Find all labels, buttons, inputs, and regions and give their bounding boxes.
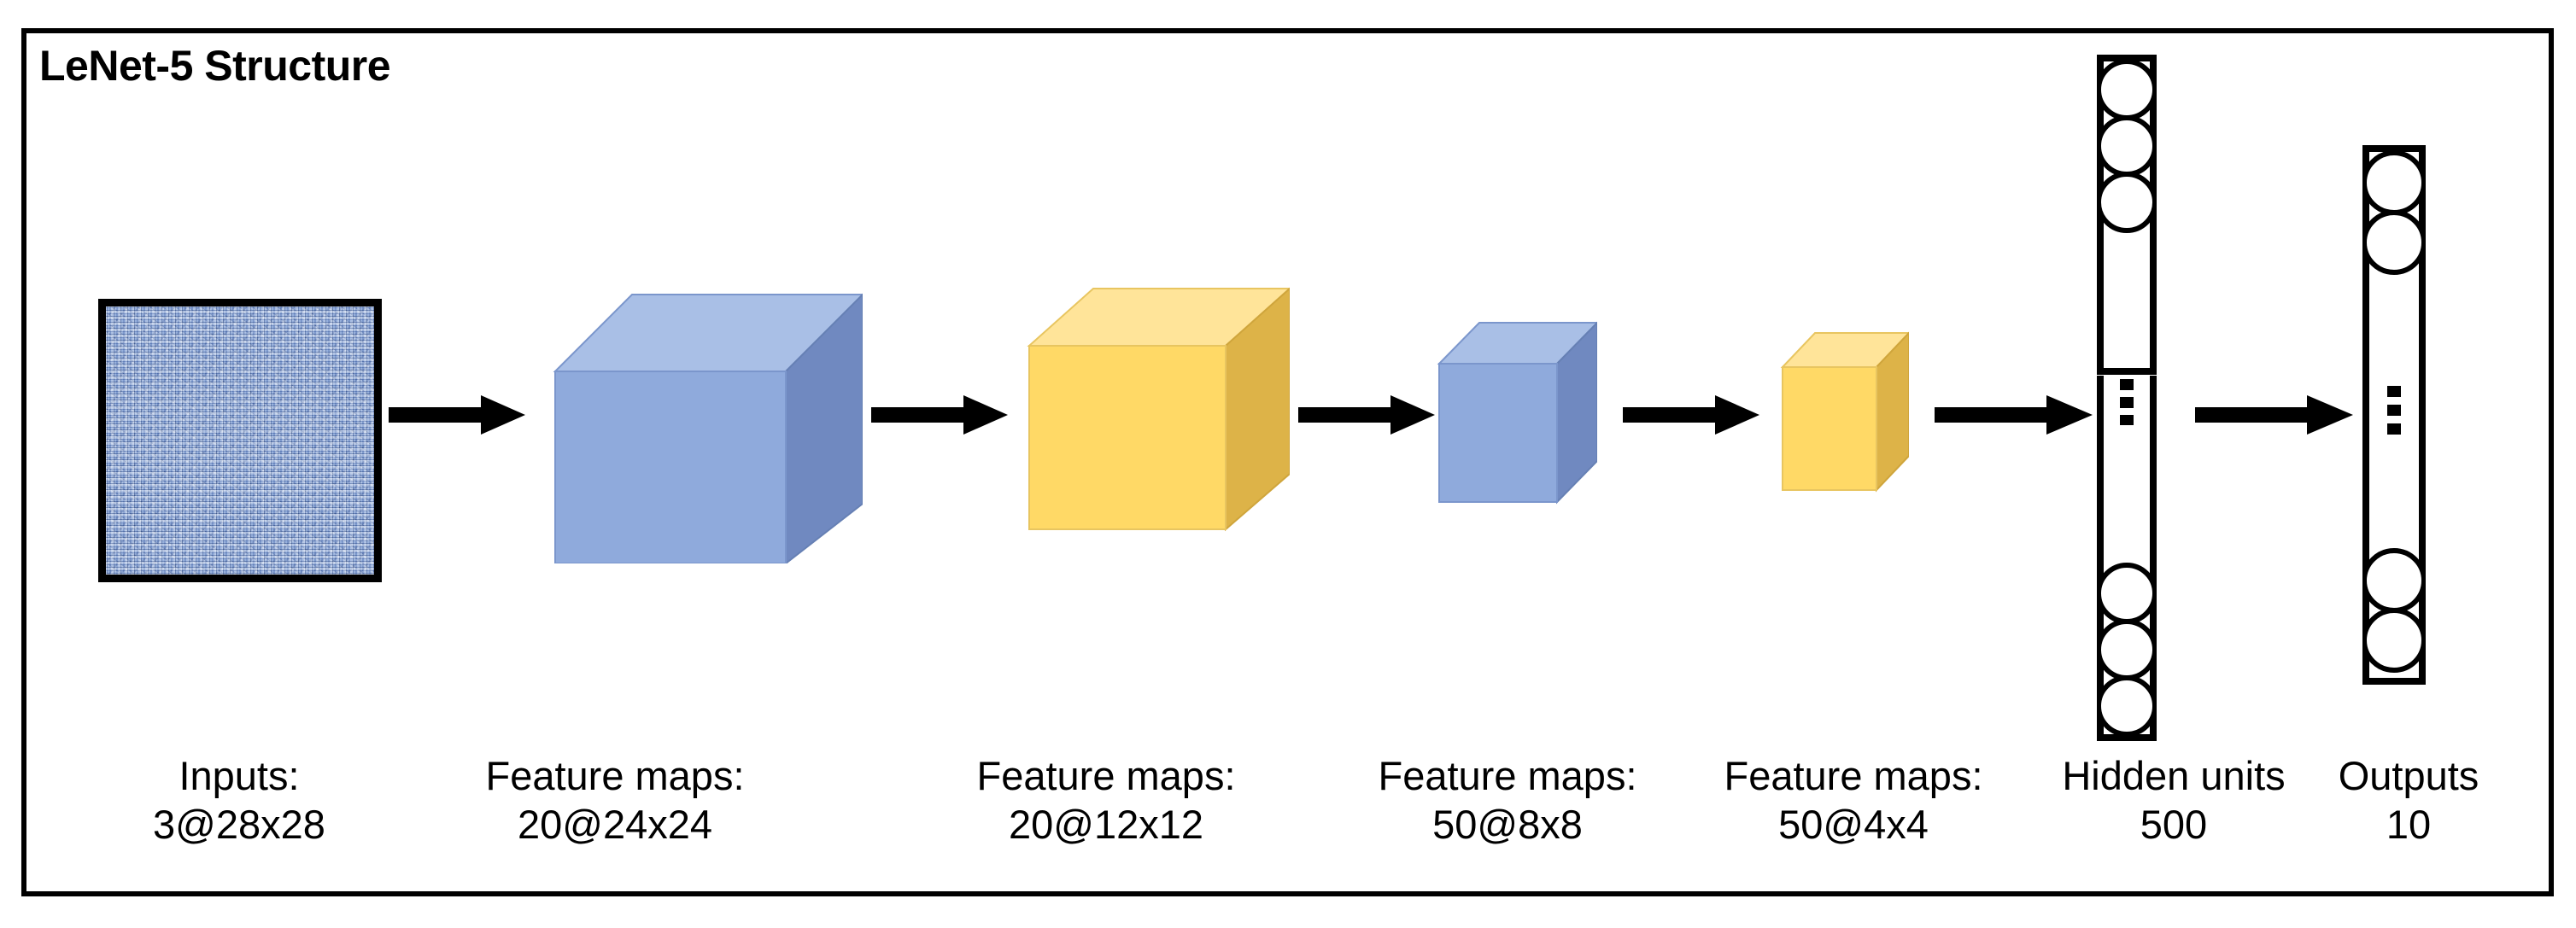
- arrow-input-to-conv1: [389, 388, 525, 441]
- neuron-column-hidden-units: [2097, 55, 2157, 375]
- caption-input-line2: 3@28x28: [153, 802, 325, 848]
- caption-pool2-line2: 50@4x4: [1778, 802, 1929, 848]
- page-title: LeNet-5 Structure: [39, 42, 391, 90]
- neuron-column-hidden-units-ellipsis: [2097, 376, 2157, 427]
- layer-cube-conv2: [1426, 314, 1597, 511]
- neuron-column-outputs-bottom: [2362, 437, 2426, 685]
- caption-conv1-line1: Feature maps:: [485, 753, 745, 798]
- arrow-conv1-to-pool1: [871, 388, 1008, 441]
- caption-pool2-line1: Feature maps:: [1724, 753, 1983, 798]
- caption-outputs-line2: 10: [2386, 802, 2432, 848]
- neuron-column-hidden-units-bottom: [2097, 425, 2157, 741]
- caption-hidden-units-line1: Hidden units: [2062, 753, 2286, 798]
- caption-hidden-units-line2: 500: [2140, 802, 2208, 848]
- arrow-pool1-to-conv2: [1298, 388, 1435, 441]
- caption-pool1: Feature maps: 20@12x12: [918, 751, 1294, 849]
- layer-cube-pool2: [1772, 326, 1909, 497]
- arrow-conv2-to-pool2: [1623, 388, 1759, 441]
- neuron-column-outputs-ellipsis: [2362, 382, 2426, 439]
- layer-cube-pool1: [1008, 282, 1290, 546]
- caption-pool2: Feature maps: 50@4x4: [1674, 751, 2033, 849]
- caption-outputs: Outputs 10: [2289, 751, 2528, 849]
- layer-cube-conv1: [530, 256, 863, 563]
- caption-pool1-line1: Feature maps:: [976, 753, 1236, 798]
- arrow-fc1-to-output: [2195, 388, 2353, 441]
- input-image-tile: [98, 299, 382, 582]
- caption-conv1: Feature maps: 20@24x24: [427, 751, 803, 849]
- caption-outputs-line1: Outputs: [2338, 753, 2479, 798]
- caption-conv2-line1: Feature maps:: [1378, 753, 1637, 798]
- caption-conv2-line2: 50@8x8: [1432, 802, 1583, 848]
- caption-conv2: Feature maps: 50@8x8: [1328, 751, 1687, 849]
- caption-conv1-line2: 20@24x24: [517, 802, 713, 848]
- arrow-pool2-to-fc1: [1935, 388, 2093, 441]
- caption-input: Inputs: 3@28x28: [51, 751, 427, 849]
- caption-pool1-line2: 20@12x12: [1008, 802, 1204, 848]
- caption-input-line1: Inputs:: [179, 753, 300, 798]
- caption-hidden-units: Hidden units 500: [2011, 751, 2336, 849]
- neuron-column-outputs: [2362, 145, 2426, 393]
